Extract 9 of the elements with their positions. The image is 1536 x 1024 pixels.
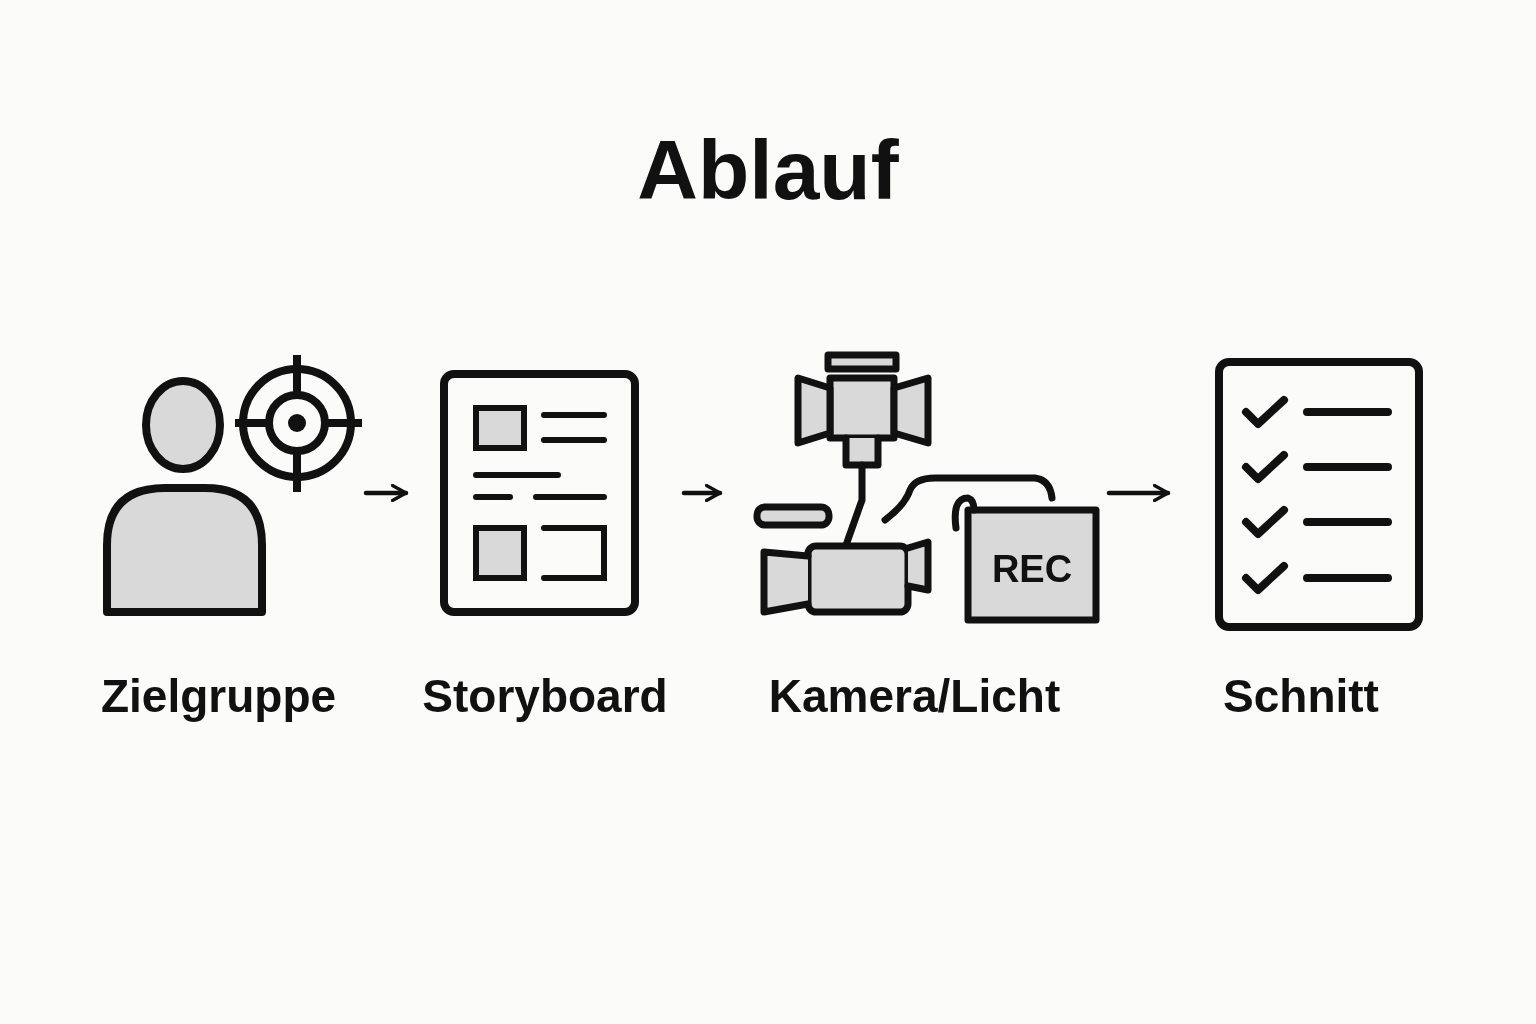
step-label: Schnitt: [1222, 669, 1380, 724]
arrow: [1106, 483, 1171, 503]
arrow: [681, 483, 723, 503]
title: Ablauf: [636, 122, 900, 219]
arrow: [363, 483, 409, 503]
step-label: Kamera/Licht: [767, 669, 1062, 724]
step-label: Storyboard: [421, 669, 669, 724]
rec-label: REC: [990, 547, 1074, 591]
step-label: Zielgruppe: [99, 669, 338, 724]
